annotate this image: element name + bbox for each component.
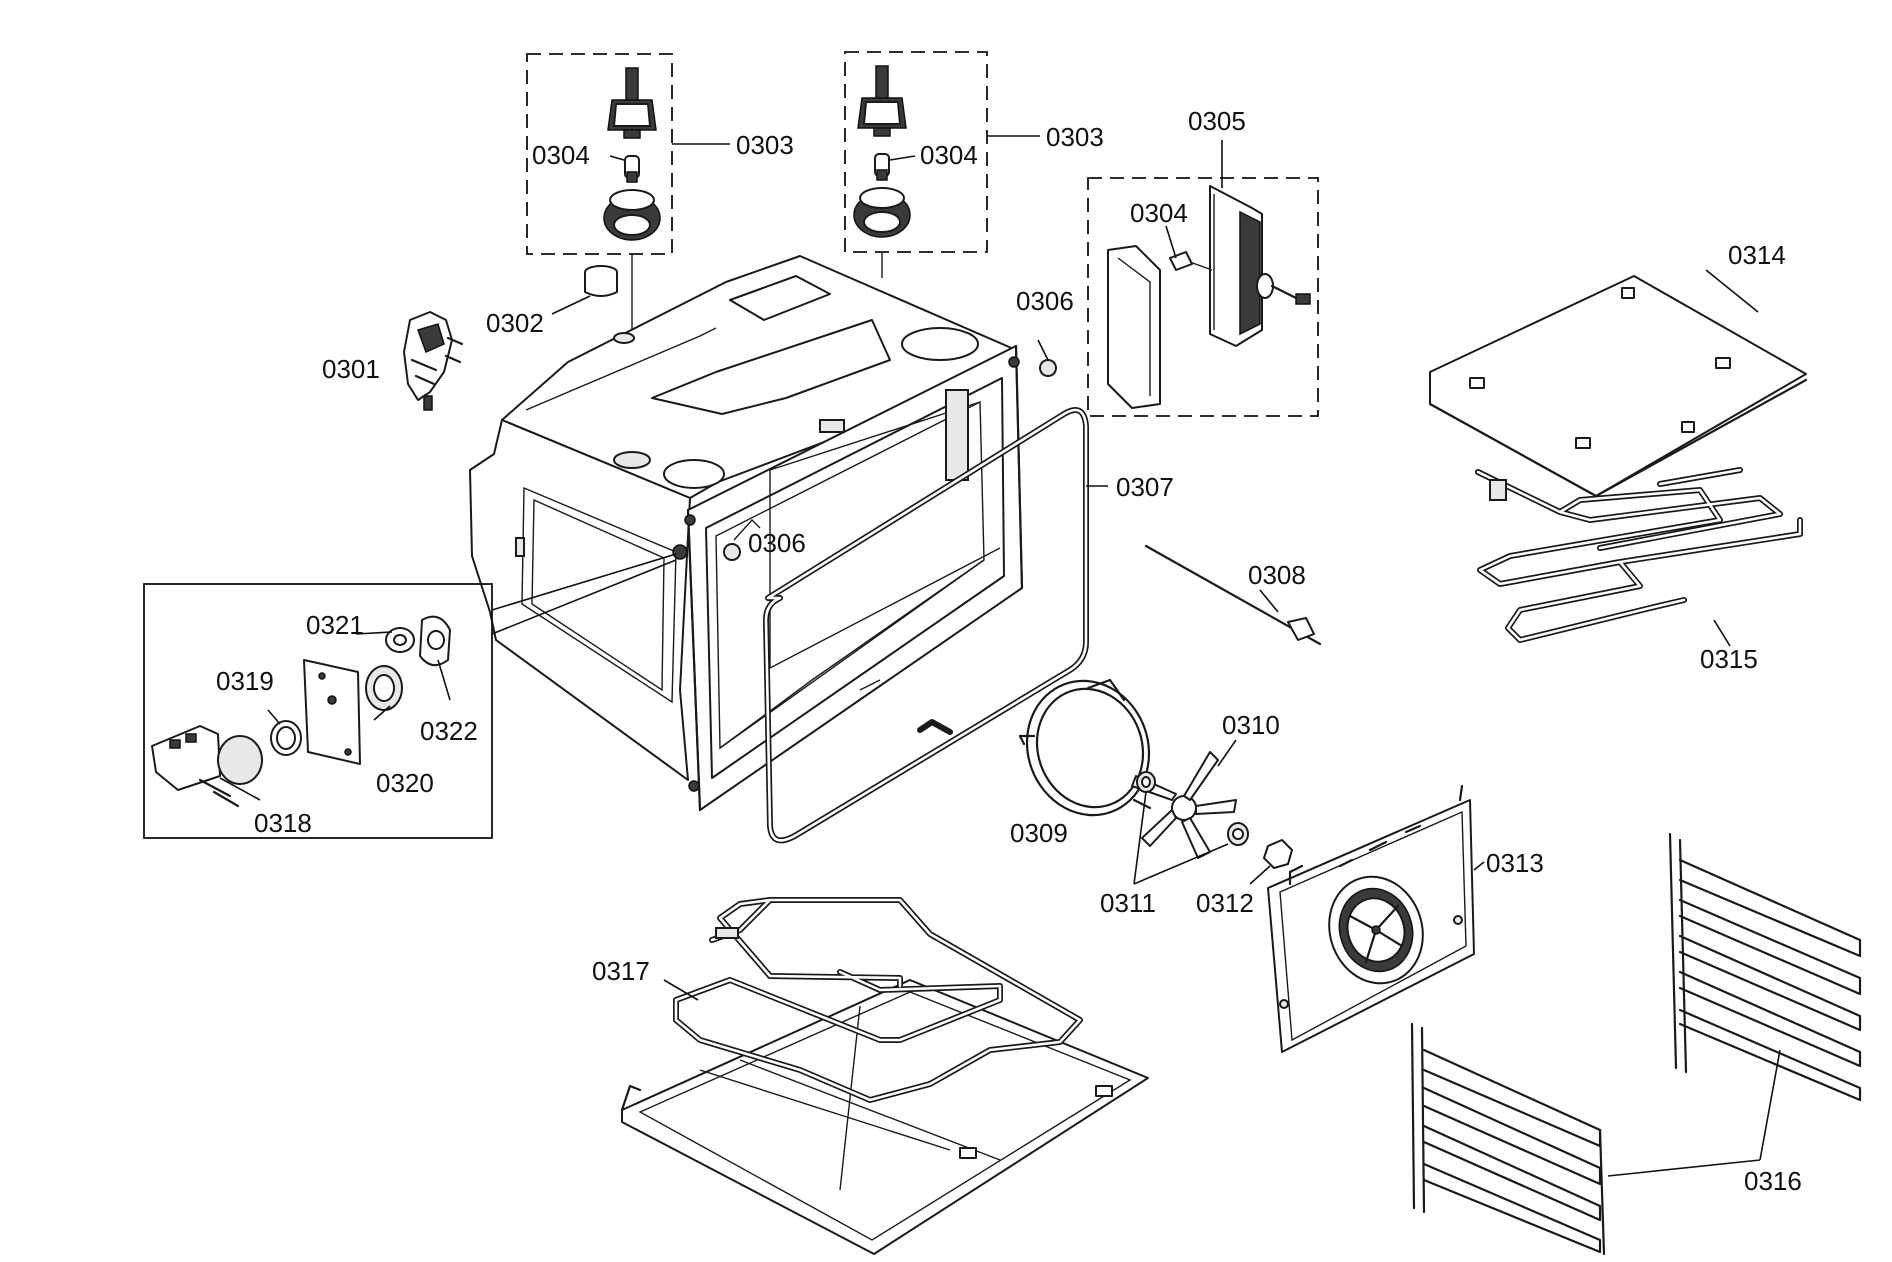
side-lamp-assembly: [1087, 140, 1319, 417]
fan-cover-panel: [1267, 784, 1485, 1053]
fan-heating-ring: [1018, 678, 1152, 817]
label-0306-top: 0306: [1016, 286, 1074, 316]
label-0316: 0316: [1744, 1166, 1802, 1196]
label-0307: 0307: [1116, 472, 1174, 502]
screw-front: [723, 543, 741, 561]
label-0309: 0309: [1010, 818, 1068, 848]
switch-plate: [303, 659, 361, 765]
label-0317: 0317: [592, 956, 650, 986]
label-0320: 0320: [376, 768, 434, 798]
door-gasket: [763, 407, 1108, 844]
label-0301: 0301: [322, 354, 380, 384]
rack-leader: [1607, 1049, 1781, 1177]
lamp-bulb-left: [624, 155, 640, 183]
label-0322: 0322: [420, 716, 478, 746]
label-0306-front: 0306: [748, 528, 806, 558]
screw-top: [1037, 339, 1057, 377]
grill-heating-element: [1475, 467, 1803, 647]
inset-switch-assembly: [143, 553, 677, 839]
label-0319: 0319: [216, 666, 274, 696]
switch-bezel: [365, 665, 403, 711]
label-0314: 0314: [1728, 240, 1786, 270]
side-rack-left: [1410, 1022, 1606, 1256]
bake-heating-element: [663, 897, 1083, 1103]
fan-washers: [1133, 771, 1249, 885]
side-lamp-housing: [1209, 185, 1311, 347]
lamp-socket-left: [607, 67, 657, 139]
label-0313: 0313: [1486, 848, 1544, 878]
bottom-cover: [620, 979, 1149, 1255]
label-0305: 0305: [1188, 106, 1246, 136]
vent-fitting: [551, 265, 618, 315]
label-0318: 0318: [254, 808, 312, 838]
label-0312: 0312: [1196, 888, 1254, 918]
lamp-assembly-left: [526, 53, 730, 420]
switch-spacer: [385, 627, 415, 653]
fan-nut: [1249, 839, 1293, 885]
label-0302: 0302: [486, 308, 544, 338]
label-0311: 0311: [1100, 888, 1156, 918]
label-0303-left: 0303: [736, 130, 794, 160]
label-0308: 0308: [1248, 560, 1306, 590]
label-0303-right: 0303: [1046, 122, 1104, 152]
part-labels: 0301 0302 0303 0303 0304 0304 0304 0305 …: [216, 106, 1802, 1196]
grill-heater-cover: [1428, 269, 1808, 498]
oven-cavity: [469, 255, 1024, 812]
label-0310: 0310: [1222, 710, 1280, 740]
label-0304-left: 0304: [532, 140, 590, 170]
switch-cover: [419, 615, 451, 667]
switch-gasket: [270, 720, 302, 756]
label-0304-right: 0304: [1130, 198, 1188, 228]
door-switch: [151, 725, 263, 808]
lamp-bulb-right: [874, 153, 890, 181]
lamp-lens-right: [853, 187, 911, 238]
temperature-sensor: [1144, 544, 1322, 646]
label-0304-mid: 0304: [920, 140, 978, 170]
label-0321: 0321: [306, 610, 364, 640]
lamp-lens-left: [603, 189, 661, 241]
thermostat: [403, 311, 464, 411]
label-0315: 0315: [1700, 644, 1758, 674]
lamp-socket-right: [857, 65, 907, 137]
convection-fan-blade: [1131, 739, 1237, 859]
side-lamp-glass: [1107, 245, 1161, 409]
side-rack-right: [1668, 832, 1862, 1102]
side-lamp-bulb: [1169, 251, 1213, 271]
lamp-assembly-right: [844, 51, 1040, 278]
